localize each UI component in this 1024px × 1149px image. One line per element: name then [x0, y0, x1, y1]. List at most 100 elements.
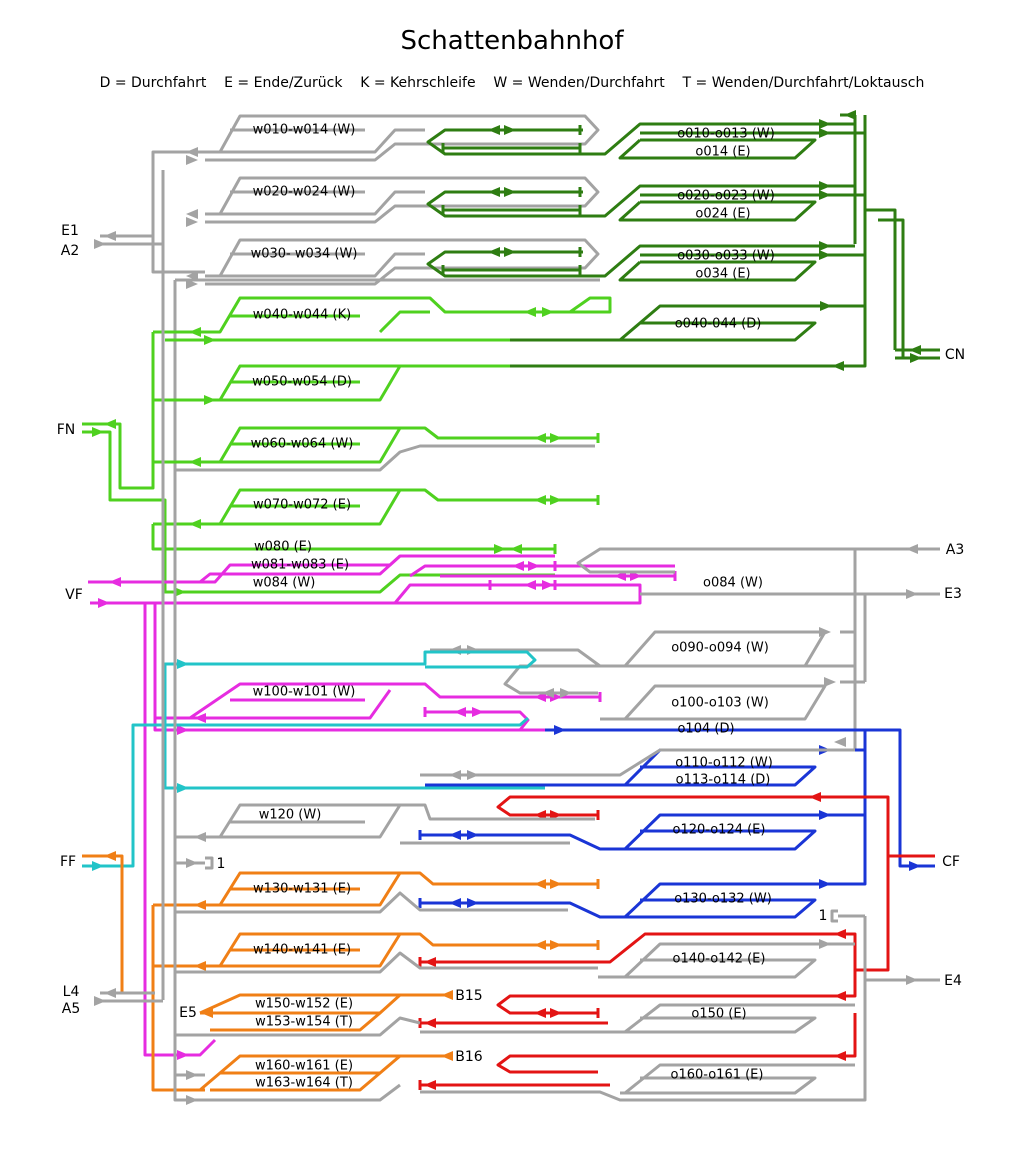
lightgreen-direction-arrow — [550, 495, 562, 505]
track-label-21: o104 (D) — [677, 722, 734, 737]
magenta-direction-arrow — [177, 725, 189, 735]
track-label-8: o034 (E) — [695, 267, 750, 282]
darkgreen-direction-arrow — [819, 190, 831, 200]
darkgreen-box-188 — [618, 200, 817, 222]
track-label-22: o110-o112 (W) — [675, 756, 773, 771]
gray-trunk-north — [151, 150, 205, 236]
red-direction-arrow — [809, 792, 821, 802]
lightgreen-060-b — [220, 427, 402, 464]
blue-direction-arrow — [467, 898, 479, 908]
gray-direction-arrow — [834, 737, 846, 747]
track-label-15: w081-w083 (E) — [251, 558, 349, 573]
track-label-31: w153-w154 (T) — [255, 1015, 353, 1030]
lightgreen-direction-arrow — [174, 587, 186, 597]
magenta-081 — [199, 554, 402, 584]
port-label-a5-12: A5 — [62, 1001, 80, 1017]
lightgreen-direction-arrow — [189, 327, 201, 337]
red-160 — [496, 1013, 857, 1074]
track-label-12: w060-w064 (W) — [251, 437, 354, 452]
darkgreen-loop-248 — [426, 244, 855, 278]
gray-direction-arrow — [186, 217, 198, 227]
lightgreen-crossover — [378, 310, 430, 334]
lightgreen-fn-track — [82, 332, 155, 490]
red-direction-arrow — [424, 1080, 436, 1090]
gray-direction-arrow — [186, 155, 198, 165]
track-label-14: w080 (E) — [254, 540, 312, 555]
darkgreen-loop-188 — [426, 184, 855, 218]
track-label-13: w070-w072 (E) — [253, 498, 351, 513]
port-label-ff-7: FF — [60, 854, 76, 870]
orange-direction-arrow — [550, 940, 562, 950]
gray-siding-b-254 — [205, 252, 425, 278]
track-label-11: w050-w054 (D) — [252, 375, 352, 390]
orange-south-trunk — [151, 905, 205, 1092]
blue-direction-arrow — [819, 879, 831, 889]
blue-direction-arrow — [449, 898, 461, 908]
magenta-vf-track-2 — [90, 583, 642, 605]
port-label-cf-8: CF — [942, 854, 960, 870]
gray-direction-arrow — [467, 770, 479, 780]
gray-120-b — [220, 804, 402, 839]
magenta-vf-track — [88, 554, 555, 584]
orange-direction-arrow — [104, 851, 116, 861]
blue-130 — [420, 882, 865, 919]
gray-direction-arrow — [186, 271, 198, 281]
track-label-27: o130-o132 (W) — [674, 892, 772, 907]
lightgreen-loop — [153, 296, 612, 334]
lightgreen-direction-arrow — [189, 519, 201, 529]
orange-direction-arrow — [201, 1008, 213, 1018]
track-label-4: o020-o023 (W) — [677, 189, 775, 204]
darkgreen-direction-arrow — [844, 110, 856, 120]
orange-150-c — [210, 1011, 381, 1032]
port-label-e4-13: E4 — [944, 973, 962, 989]
blue-130-box — [620, 898, 817, 919]
gray-direction-arrow — [449, 770, 461, 780]
cyan-104 — [133, 716, 529, 727]
gray-140 — [175, 951, 598, 974]
darkgreen-direction-arrow — [504, 125, 516, 135]
magenta-direction-arrow — [109, 577, 121, 587]
lightgreen-direction-arrow — [189, 457, 201, 467]
gray-direction-arrow — [906, 544, 918, 554]
port-label-l4-11: L4 — [63, 984, 80, 1000]
port-label-vf-5: VF — [65, 587, 83, 603]
darkgreen-direction-arrow — [819, 250, 831, 260]
orange-160-c — [210, 1071, 381, 1092]
gray-direction-arrow — [824, 677, 836, 687]
port-label-1-east: 1 — [819, 908, 828, 924]
port-label-fn-3: FN — [57, 422, 76, 438]
gray-direction-arrow — [194, 832, 206, 842]
track-label-25: o120-o124 (E) — [673, 823, 766, 838]
gray-direction-arrow — [94, 996, 106, 1006]
gray-160-e — [624, 1063, 855, 1095]
darkgreen-cn-riser — [865, 208, 897, 350]
magenta-direction-arrow — [472, 707, 484, 717]
gray-160 — [175, 1083, 401, 1102]
orange-direction-arrow — [441, 1051, 453, 1061]
blue-direction-arrow — [449, 830, 461, 840]
gray-direction-arrow — [906, 975, 918, 985]
darkgreen-direction-arrow — [909, 345, 921, 355]
darkgreen-direction-arrow — [819, 241, 831, 251]
gray-direction-arrow — [186, 1095, 198, 1105]
orange-150 — [199, 993, 450, 1015]
gray-direction-arrow — [104, 231, 116, 241]
darkgreen-direction-arrow — [819, 128, 831, 138]
red-direction-arrow — [834, 1051, 846, 1061]
darkgreen-box-126 — [618, 138, 817, 160]
red-direction-arrow — [834, 991, 846, 1001]
orange-130-b — [220, 872, 402, 907]
orange-140-b — [220, 933, 402, 968]
red-direction-arrow — [424, 957, 436, 967]
track-label-20: o100-o103 (W) — [671, 696, 769, 711]
lightgreen-direction-arrow — [550, 433, 562, 443]
track-label-23: o113-o114 (D) — [676, 773, 771, 788]
blue-120-box — [620, 829, 817, 851]
gray-direction-arrow — [560, 688, 572, 698]
gray-direction-arrow — [186, 1070, 198, 1080]
gray-bracket-2 — [830, 909, 838, 923]
darkgreen-direction-arrow — [819, 181, 831, 191]
gray-direction-arrow — [186, 279, 198, 289]
track-label-32: o150 (E) — [691, 1007, 746, 1022]
